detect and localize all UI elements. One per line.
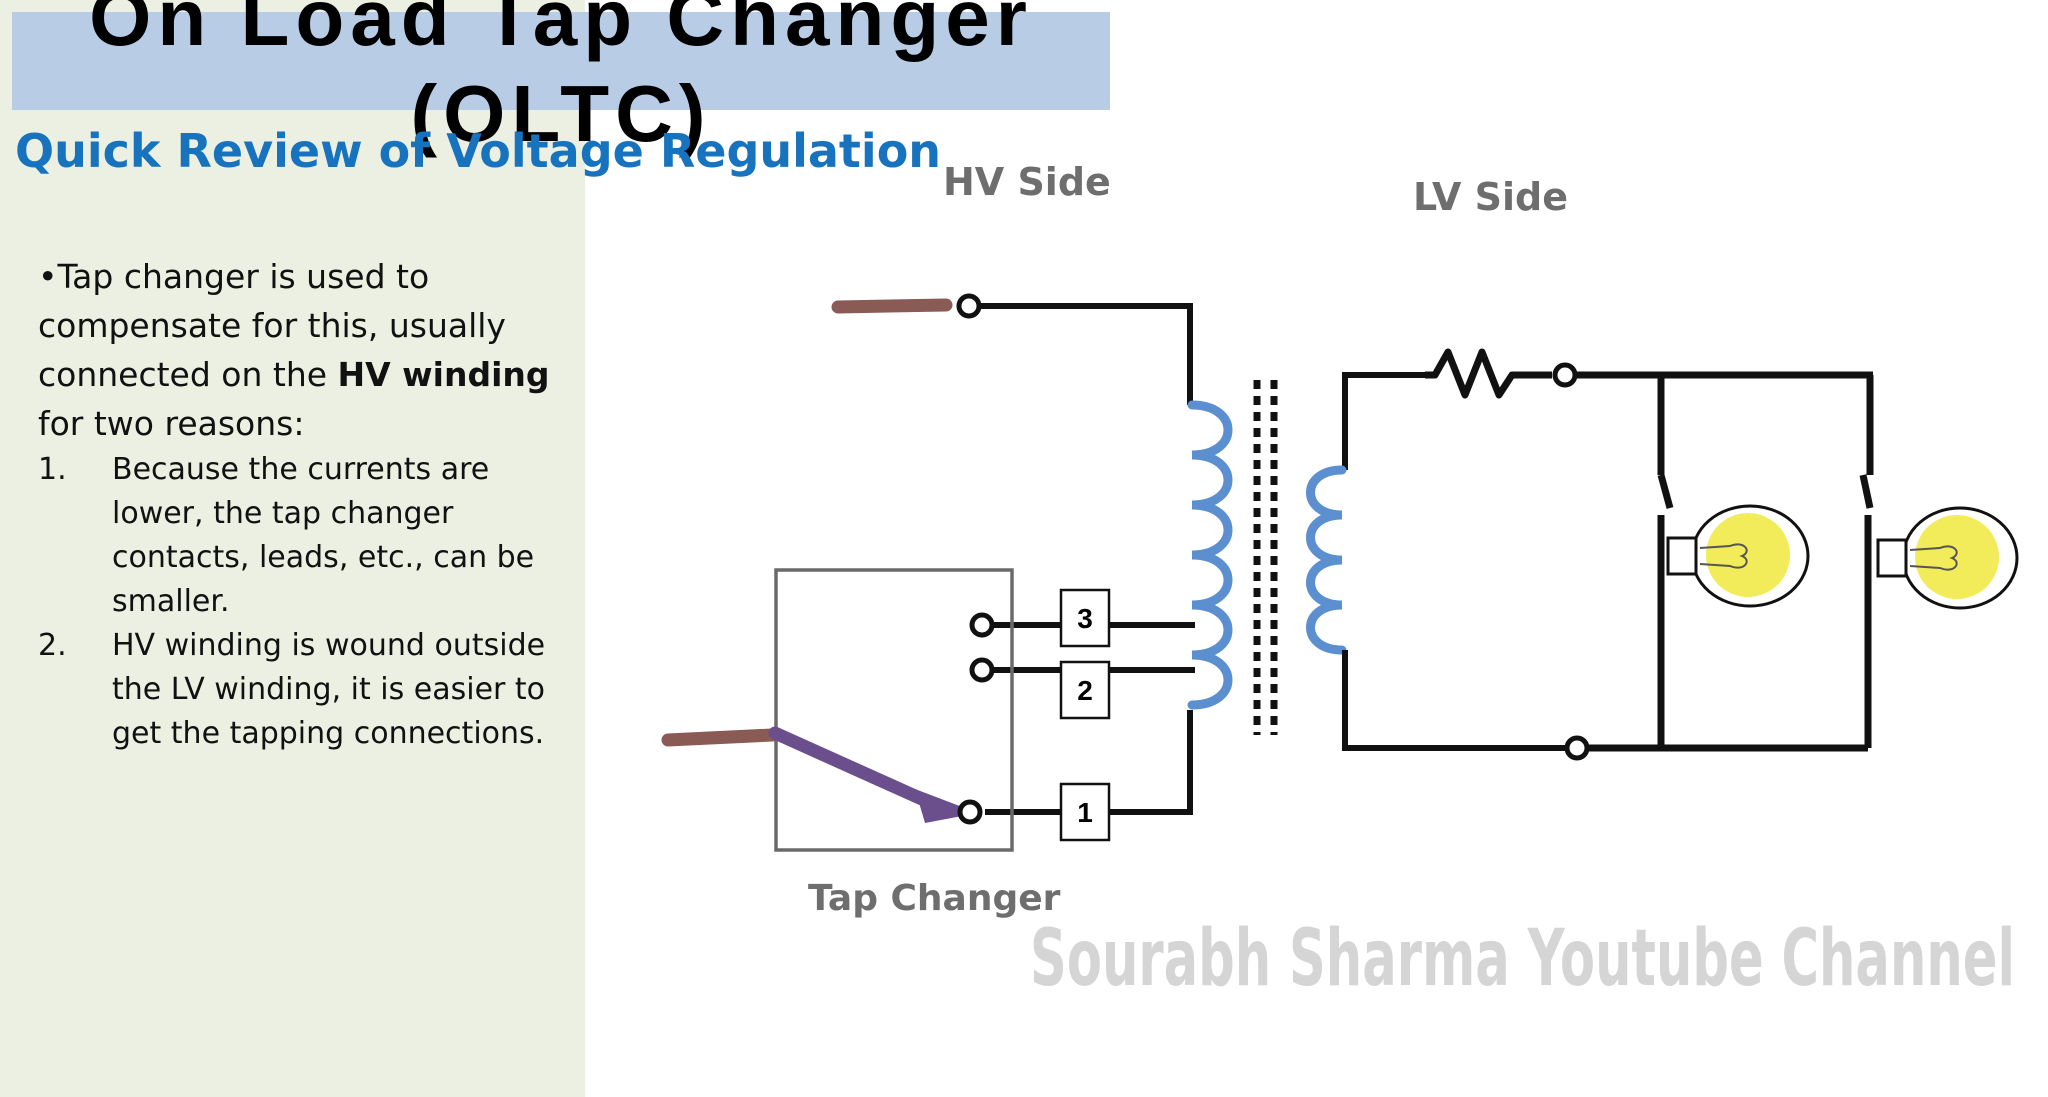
hv-top-wire (979, 303, 1193, 405)
intro-bold-hv-winding: HV winding (337, 355, 550, 394)
tap-selector-arm (768, 726, 942, 812)
bulb-2-glow (1915, 515, 1999, 599)
tap-1-box (1059, 782, 1111, 842)
tap-3-number: 3 (1077, 603, 1093, 634)
bulb-1-filament (1699, 543, 1748, 569)
title-bar (12, 12, 1110, 110)
tap-1-number: 1 (1077, 797, 1093, 828)
reason-number: 1. (38, 452, 67, 487)
lv-bottom-terminal (1564, 735, 1590, 761)
slide-subtitle: Quick Review of Voltage Regulation (15, 124, 942, 178)
tap-changer-label: Tap Changer (808, 878, 1061, 919)
lv-secondary-coil (1306, 465, 1347, 655)
reason-text: Because the currents are lower, the tap … (112, 452, 535, 619)
tap-changer-input-lead (661, 728, 779, 747)
bulb-1-base (1666, 536, 1698, 576)
intro-text-start: •Tap changer is used to compensate for t… (38, 257, 506, 394)
tap-3-box (1059, 588, 1111, 648)
load-resistor (1425, 348, 1552, 399)
hv-terminal (956, 293, 982, 319)
tap-changer-box (774, 568, 1014, 852)
tap-1-terminal (957, 799, 983, 825)
reason-item: 2. HV winding is wound outside the LV wi… (38, 624, 568, 756)
bulb-2-filament (1909, 545, 1958, 571)
left-text-panel (0, 0, 585, 1097)
branch-1-switch (1657, 474, 1674, 509)
reason-number: 2. (38, 628, 67, 663)
watermark-text: Sourabh Sharma Youtube Channel (1030, 914, 2015, 1004)
reason-item: 1. Because the currents are lower, the t… (38, 448, 568, 624)
tap-2-number: 2 (1077, 675, 1093, 706)
bulb-1-glow (1706, 513, 1790, 597)
branch-2-switch (1859, 474, 1874, 509)
tap-2-box (1059, 660, 1111, 720)
slide-title: On Load Tap Changer (OLTC) (89, 0, 1033, 158)
lv-side-label: LV Side (1413, 175, 1568, 219)
hv-primary-coil (1187, 400, 1233, 710)
tap-1-wire (985, 710, 1193, 815)
reasons-list: 1. Because the currents are lower, the t… (38, 448, 568, 756)
lv-top-terminal (1552, 362, 1578, 388)
lv-coil-top-lead (1342, 372, 1425, 470)
hv-input-lead (831, 298, 953, 314)
tap-2-terminal (969, 657, 995, 683)
intro-text-end: for two reasons: (38, 404, 305, 443)
hv-side-label: HV Side (943, 160, 1111, 204)
bulb-2-base (1876, 538, 1908, 578)
lv-coil-bottom-lead (1342, 650, 1565, 751)
reason-text: HV winding is wound outside the LV windi… (112, 628, 546, 751)
intro-paragraph: •Tap changer is used to compensate for t… (38, 252, 558, 448)
tap-3-terminal (969, 612, 995, 638)
